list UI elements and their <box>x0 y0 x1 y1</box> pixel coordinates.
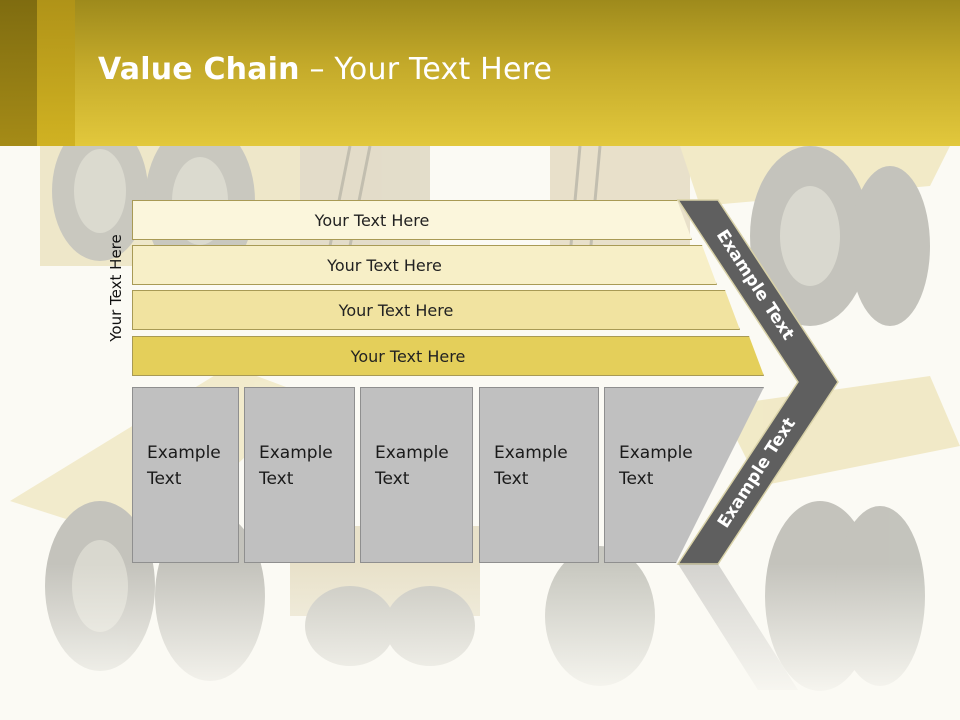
example-column: Example Text <box>132 387 239 563</box>
row-bar: Your Text Here <box>132 336 764 376</box>
header-band: Value Chain – Your Text Here <box>0 0 960 146</box>
header-accent-strip <box>37 0 75 146</box>
row-label: Your Text Here <box>314 210 430 230</box>
row-label: Your Text Here <box>338 300 454 320</box>
column-line1: Example <box>259 443 333 463</box>
row-label: Your Text Here <box>327 255 442 275</box>
column-line1: Example <box>147 443 221 463</box>
header-accent-strip <box>0 0 37 146</box>
reflection-fade <box>0 564 960 704</box>
title-bold: Value Chain <box>98 52 300 87</box>
row-bar: Your Text Here <box>132 200 692 240</box>
example-column: Example Text <box>479 387 599 563</box>
column-line2: Text <box>147 469 182 489</box>
side-label: Your Text Here <box>107 234 125 342</box>
row-label: Your Text Here <box>350 346 466 366</box>
slide-title: Value Chain – Your Text Here <box>98 52 552 87</box>
column-line1: Example <box>375 443 449 463</box>
column-line2: Text <box>375 469 410 489</box>
row-bar: Your Text Here <box>132 245 717 285</box>
example-column: Example Text <box>244 387 355 563</box>
row-bar: Your Text Here <box>132 290 740 330</box>
example-column: Example Text <box>360 387 473 563</box>
title-rest: – Your Text Here <box>299 52 553 87</box>
column-line1: Example <box>619 443 693 463</box>
column-line2: Text <box>619 469 654 489</box>
column-line2: Text <box>259 469 294 489</box>
column-line2: Text <box>494 469 529 489</box>
column-line1: Example <box>494 443 568 463</box>
